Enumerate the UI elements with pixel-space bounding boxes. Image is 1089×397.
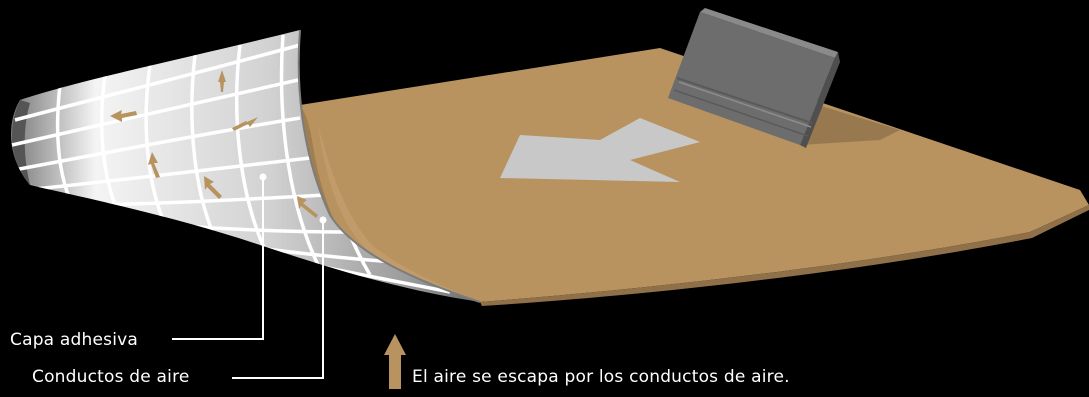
- squeegee-shadow: [800, 105, 900, 145]
- air-arrow-diag-c-icon: [297, 196, 318, 218]
- callout-line-adhesive: [172, 177, 264, 340]
- air-arrow-up-icon: [218, 70, 226, 92]
- vinyl-film-flat: [300, 48, 1089, 302]
- air-escape-arrows: [110, 70, 318, 218]
- callout-line-channels: [232, 220, 324, 379]
- direction-arrow-icon: [500, 118, 700, 182]
- legend-arrow-icon: [384, 334, 406, 389]
- legend-text: El aire se escapa por los conductos de a…: [412, 367, 790, 387]
- air-arrow-diag-b-icon: [204, 176, 222, 199]
- adhesive-layer-label: Capa adhesiva: [10, 330, 138, 350]
- air-channels-label: Conductos de aire: [32, 367, 190, 387]
- air-arrow-left-icon: [110, 110, 137, 122]
- squeegee-icon: [668, 8, 840, 148]
- air-arrow-right-icon: [232, 117, 258, 131]
- air-arrow-diag-a-icon: [148, 152, 160, 178]
